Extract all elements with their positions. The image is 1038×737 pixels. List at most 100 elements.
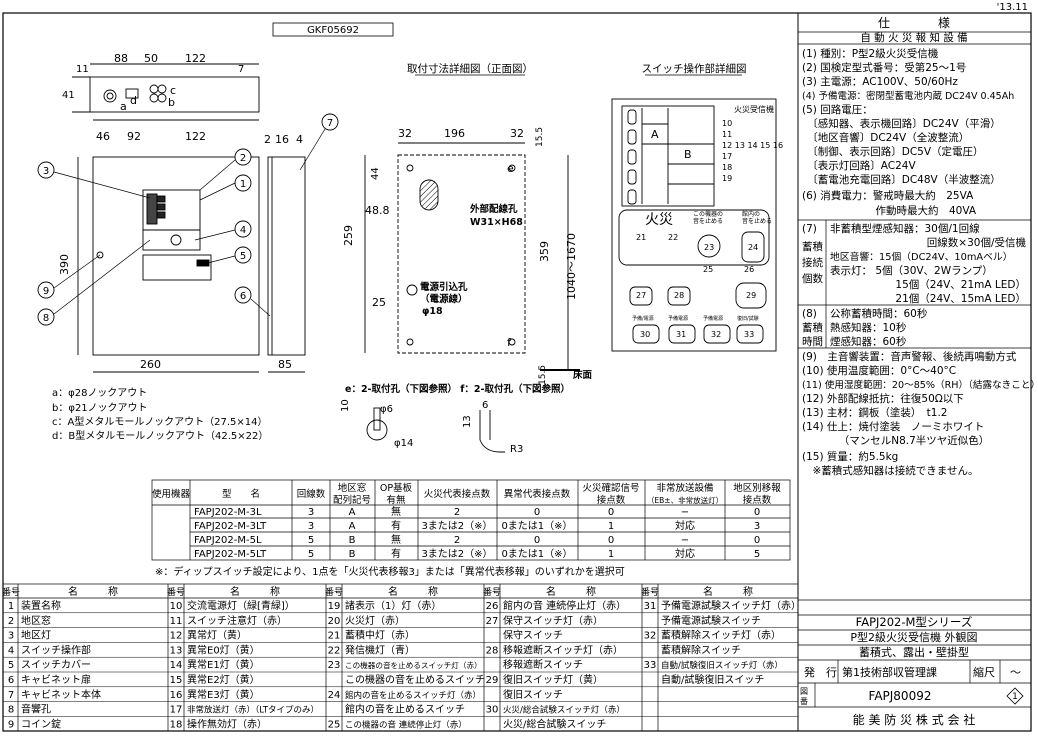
component-name: 保守スイッチ灯（赤） bbox=[503, 614, 603, 627]
wire-hole-size: W31×H68 bbox=[470, 217, 523, 228]
model-cell: 0 bbox=[754, 535, 760, 546]
mhead-5: 火災代表接点数 bbox=[424, 488, 491, 500]
lamp-11: 11 bbox=[722, 130, 732, 139]
dim-mount-32b: 32 bbox=[510, 127, 524, 140]
lamp-17: 17 bbox=[722, 152, 732, 161]
component-number: 17 bbox=[170, 705, 183, 716]
spec-line-10: 〔蓄電池充電回路〕DC48V（半波整流） bbox=[802, 173, 1001, 186]
component-name: 異常E1灯（黄） bbox=[187, 658, 260, 671]
dim-122-b: 122 bbox=[185, 130, 206, 143]
num-31: 31 bbox=[676, 330, 686, 339]
component-name: 復旧スイッチ灯（黄） bbox=[503, 673, 603, 686]
top-view bbox=[72, 63, 260, 121]
model-cell: 3または2（※） bbox=[421, 520, 492, 532]
component-name: 火災灯（赤） bbox=[345, 615, 405, 627]
comp-head-name-1: 名 称 bbox=[68, 585, 118, 598]
spec2-line-4: (12) 外部配線抵抗：往復50Ω以下 bbox=[802, 392, 964, 405]
model-cell: 5 bbox=[308, 535, 314, 546]
callout-5: 5 bbox=[240, 251, 246, 262]
model-cell: A bbox=[349, 521, 356, 532]
dim-85: 85 bbox=[278, 358, 292, 371]
component-name: 音響孔 bbox=[21, 703, 51, 716]
power-hole-size: φ18 bbox=[422, 306, 443, 317]
issue-label: 発 行 bbox=[804, 665, 837, 679]
model-cell: 対応 bbox=[675, 547, 695, 560]
mhead-6: 異常代表接点数 bbox=[504, 488, 571, 500]
num-22: 22 bbox=[668, 233, 678, 242]
component-table-grid bbox=[2, 583, 799, 732]
wire-hole-label: 外部配線孔 bbox=[469, 203, 518, 215]
component-name: 蓄積解除スイッチ bbox=[661, 643, 741, 656]
component-name: コイン錠 bbox=[21, 717, 61, 730]
desc-2: 蓄積式、露出・壁掛型 bbox=[859, 645, 969, 659]
mount-holes-note: e：2-取付孔（下図参照） f：2-取付孔（下図参照） bbox=[345, 383, 570, 395]
mhead-3a: 地区窓 bbox=[338, 482, 367, 494]
component-name: 交流電源灯（緑[青緑]） bbox=[187, 599, 295, 612]
fire-label: 火災 bbox=[645, 212, 673, 228]
comp-head-name-4: 名 称 bbox=[546, 585, 596, 598]
component-name: スイッチ注意灯（赤） bbox=[187, 614, 287, 627]
spec2-line-7: （マンセルN8.7半ツヤ近似色） bbox=[802, 434, 989, 447]
dim-detail-6: 13 bbox=[462, 415, 473, 428]
num-24: 24 bbox=[748, 243, 758, 252]
model-cell: 有 bbox=[391, 519, 401, 532]
num-21: 21 bbox=[636, 233, 646, 242]
model-cell: 2 bbox=[454, 535, 460, 546]
dim-detail-r3: R3 bbox=[510, 444, 523, 455]
dim-mount-15-5: 15.5 bbox=[535, 127, 545, 147]
mhead-4b: 有無 bbox=[386, 494, 406, 506]
hole-c-label: c bbox=[170, 84, 176, 97]
component-name: 地区窓 bbox=[21, 614, 51, 627]
msg-this-device: この機器の bbox=[693, 210, 723, 218]
component-name: 蓄積中灯（赤） bbox=[345, 629, 415, 642]
msg-building: 館内の bbox=[742, 210, 760, 218]
mhead-1: 型 名 bbox=[222, 488, 260, 500]
model-note: ※：ディップスイッチ設定により、1点を「火災代表移報3」または「異常代表移報」の… bbox=[155, 565, 625, 578]
dim-2: 2 bbox=[264, 133, 271, 146]
model-table-grid bbox=[151, 479, 791, 561]
desc-1: P型2級火災受信機 外観図 bbox=[850, 630, 977, 644]
component-name: キャビネット本体 bbox=[21, 688, 101, 701]
model-cell: 有 bbox=[391, 547, 401, 560]
model-cell: FAPJ202-M-3LT bbox=[194, 521, 267, 532]
dim-detail-10: 10 bbox=[340, 399, 351, 412]
dim-mount-15-5-b: 15.5 bbox=[538, 365, 548, 385]
dim-7: 7 bbox=[238, 64, 244, 75]
mhead-7a: 火災確認信号 bbox=[582, 482, 639, 494]
dim-mount-32a: 32 bbox=[398, 127, 412, 140]
num-33: 33 bbox=[744, 330, 754, 339]
model-cell: − bbox=[681, 507, 689, 518]
dim-mount-48-8: 48.8 bbox=[365, 204, 390, 217]
dim-46: 46 bbox=[96, 130, 110, 143]
conn-line-2: 回線数×30個/受信機 bbox=[927, 236, 1027, 249]
conn-head-c: 個数 bbox=[802, 272, 823, 285]
component-number: 26 bbox=[486, 601, 499, 612]
comp-head-no-4: 番号 bbox=[483, 586, 501, 598]
component-number: 2 bbox=[8, 616, 14, 627]
series-title: FAPJ202-M型シリーズ bbox=[856, 615, 973, 629]
company-name: 能 美 防 災 株 式 会 社 bbox=[853, 712, 976, 727]
component-number: 18 bbox=[170, 719, 183, 730]
dept-label: 第1技術部収管理課 bbox=[842, 665, 937, 679]
spec2-line-8: (15) 質量：約5.5kg bbox=[802, 450, 898, 463]
drawing-code-box bbox=[272, 22, 394, 37]
drawing-code: GKF05692 bbox=[307, 25, 359, 36]
revision-number: 1 bbox=[1012, 692, 1018, 702]
dim-mount-height: 1040〜1670 bbox=[565, 233, 578, 300]
bottom-label-2: 予備電源 bbox=[703, 315, 723, 322]
power-hole-sub: （電源線） bbox=[420, 293, 468, 305]
component-name: この機器の音 連続停止灯（赤） bbox=[345, 719, 467, 730]
component-number: 30 bbox=[486, 705, 499, 716]
component-name: 移報遮断スイッチ bbox=[503, 658, 583, 671]
dim-11: 11 bbox=[76, 64, 89, 75]
component-name: 異常E2灯（黄） bbox=[187, 673, 260, 686]
num-32: 32 bbox=[711, 330, 721, 339]
component-number: 16 bbox=[170, 690, 183, 701]
hole-detail bbox=[366, 407, 505, 453]
dim-mount-25: 25 bbox=[372, 296, 386, 309]
component-name: 予備電源試験スイッチ灯（赤） bbox=[661, 599, 801, 612]
callouts bbox=[37, 113, 339, 326]
num-30: 30 bbox=[640, 330, 650, 339]
component-name: 復旧スイッチ bbox=[503, 688, 563, 701]
msg-stop-sound-2: 音を止める bbox=[742, 217, 772, 225]
